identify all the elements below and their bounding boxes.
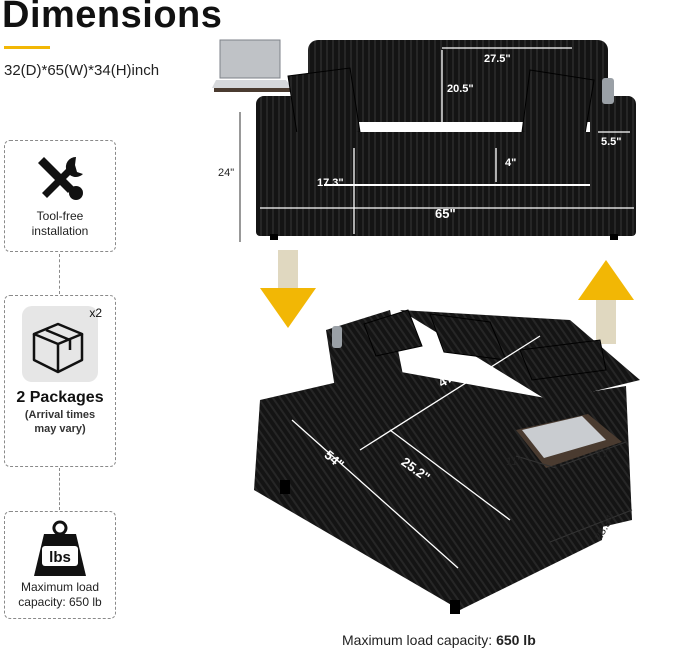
dim-label-65: 65" (435, 206, 456, 221)
dim-label-5-5: 5.5" (601, 136, 622, 148)
left-pillow (287, 67, 361, 141)
packages-note-line1: (Arrival times (24, 409, 96, 421)
cup-holder-icon (602, 78, 614, 104)
sofa-leg (270, 234, 278, 240)
sofa-leg (610, 234, 618, 240)
feature-tool-free: Tool-free installation (4, 140, 116, 252)
connector-line (59, 254, 60, 294)
dim-line-11 (515, 455, 557, 469)
sofa-image (212, 39, 636, 242)
page-title: Dimensions (2, 0, 223, 36)
sofa-bed-image (254, 309, 640, 614)
feature-load-capacity: lbs Maximum load capacity: 650 lb (4, 511, 116, 619)
title-underline (4, 46, 50, 49)
dim-line-47-6 (359, 335, 541, 451)
dim-label-24: 24" (218, 167, 235, 179)
laptop-base (212, 80, 292, 88)
dim-label-4: 4" (505, 157, 517, 169)
bed-laptop (522, 416, 606, 458)
dim-label-20-5: 20.5" (447, 83, 474, 95)
packages-title: 2 Packages (16, 389, 104, 406)
dimensions-subtitle: 32(D)*65(W)*34(H)inch (4, 62, 160, 79)
load-capacity-caption: Maximum load capacity: 650 lb (342, 632, 536, 648)
bed-pillow (363, 309, 423, 357)
arrow-down-icon (260, 250, 316, 328)
weight-icon: lbs (34, 520, 86, 576)
sofa-seat (282, 132, 596, 184)
tool-free-line2: installation (31, 224, 89, 238)
box-icon (32, 322, 84, 374)
dim-label-17: 17" (596, 448, 613, 460)
bed-pillow (429, 313, 507, 361)
laptop-screen (219, 39, 281, 79)
tools-icon (38, 156, 83, 200)
connector-line (59, 468, 60, 510)
caption-value: 650 lb (496, 632, 536, 648)
feature-packages: x2 2 Packages (Arrival times may vary) (4, 295, 116, 467)
arrow-up-icon (578, 260, 634, 344)
right-pillow (521, 69, 595, 141)
sofa-base (256, 186, 636, 236)
load-line2: capacity: 650 lb (18, 595, 102, 609)
packages-note-line2: may vary) (34, 423, 86, 435)
bed-pillow (519, 339, 607, 381)
weight-icon-text: lbs (49, 549, 71, 566)
dim-label-11: 11" (506, 456, 522, 468)
dim-line-17 (559, 441, 627, 467)
dim-line-54 (291, 419, 459, 569)
bed-leg (280, 480, 290, 494)
dim-label-27-5: 27.5" (484, 53, 511, 65)
package-count-badge: x2 (89, 306, 102, 320)
dim-label-17-3: 17.3" (317, 177, 344, 189)
cup-holder-icon (332, 326, 342, 348)
caption-prefix: Maximum load capacity: (342, 632, 497, 648)
tool-free-line1: Tool-free (36, 209, 84, 223)
bed-leg (450, 600, 460, 614)
load-line1: Maximum load (20, 580, 100, 594)
dim-line-25-2 (389, 429, 511, 521)
dim-line-28-34 (549, 509, 633, 543)
